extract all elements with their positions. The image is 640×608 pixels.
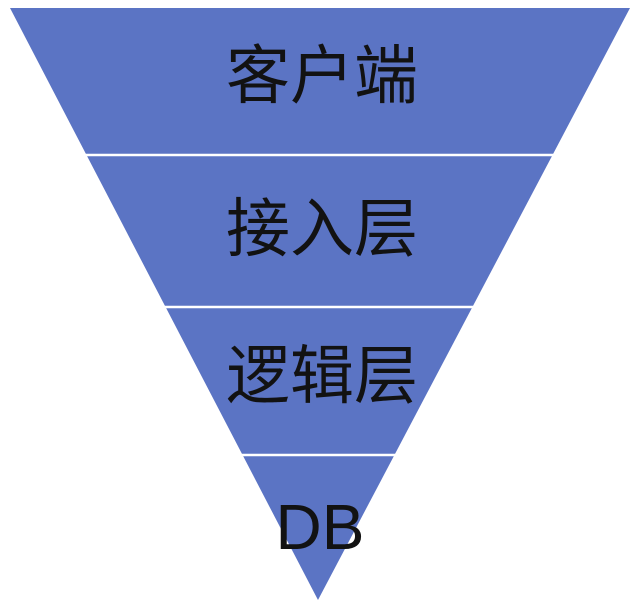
layer-label-db: DB	[276, 491, 365, 563]
layer-label-access: 接入层	[226, 193, 418, 265]
layer-label-client: 客户端	[226, 40, 418, 112]
layer-label-logic: 逻辑层	[226, 340, 418, 412]
